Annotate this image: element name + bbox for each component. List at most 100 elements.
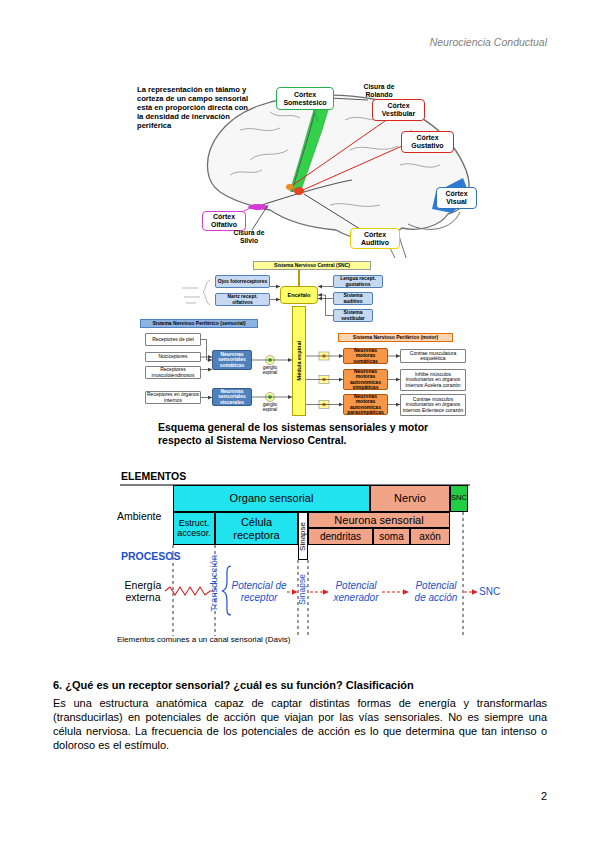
neuron-box: Neuronas sensoriales viscerales bbox=[212, 388, 252, 406]
node-text: Encéfalo bbox=[288, 292, 311, 298]
row-heading: Ambiente bbox=[117, 510, 161, 522]
connector-arrow bbox=[306, 356, 343, 357]
effect-box: Contrae musculatura esquelética bbox=[400, 349, 466, 363]
handwritten-bracket bbox=[182, 280, 210, 305]
connector-arrow bbox=[318, 295, 333, 316]
node-text: Contrae músculos involuntarios en órgano… bbox=[402, 397, 464, 414]
sensory-channel-scheme bbox=[120, 485, 477, 636]
brain-box: Encéfalo bbox=[280, 286, 318, 304]
sylvian-fissure bbox=[262, 180, 352, 205]
process-label: Potencial de acción bbox=[409, 580, 463, 603]
process-label: Sinapse bbox=[298, 574, 308, 605]
somatosensory-area bbox=[290, 96, 332, 193]
process-label: Potencial de receptor bbox=[231, 580, 287, 603]
element-cell: Estruct. accesor. bbox=[173, 512, 215, 545]
cerebellum-line bbox=[408, 212, 460, 229]
node-text: Córtex Gustativo bbox=[403, 134, 452, 149]
receptor-box: Nociceptores bbox=[145, 352, 201, 362]
brain-sulci bbox=[230, 112, 440, 206]
leader-line bbox=[314, 110, 318, 122]
node-text: Neuronas motoras autonómicas simpáticas bbox=[345, 369, 386, 391]
receptor-box: Receptores musculotendinosos bbox=[145, 366, 201, 379]
connector-arrow bbox=[252, 397, 292, 398]
figure-caption: Esquema general de los sistemas sensoria… bbox=[158, 421, 468, 446]
annotation-note: La representación en tálamo y corteza de… bbox=[137, 86, 255, 131]
cortex-label: Córtex Auditivo bbox=[350, 228, 400, 249]
connector-arrow bbox=[388, 379, 400, 380]
process-arrow bbox=[464, 591, 477, 592]
element-band: Organo sensorial bbox=[173, 485, 370, 512]
node-text: Organo sensorial bbox=[230, 492, 314, 504]
effect-box: Contrae músculos involuntarios en órgano… bbox=[400, 394, 466, 416]
connector-arrow bbox=[306, 404, 343, 405]
cortex-label: Córtex Olfativo bbox=[202, 211, 246, 231]
node-text: dendritas bbox=[320, 531, 361, 542]
receptor-box: Receptores en órganos internos bbox=[145, 391, 201, 404]
cortex-label: Córtex Visual bbox=[436, 187, 477, 209]
ganglion-label: ganglio espinal bbox=[256, 366, 284, 375]
ganglion-label: ganglio espinal bbox=[256, 403, 284, 412]
central-sulcus bbox=[292, 96, 318, 192]
element-cell: Célula receptora bbox=[215, 512, 298, 545]
node-text: Receptores musculotendinosos bbox=[147, 367, 199, 378]
connector-arrow bbox=[388, 404, 400, 405]
motor-neuron-box: Neuronas motoras autonómicas parasimpáti… bbox=[343, 394, 388, 415]
neuron-box: Neuronas sensoriales somáticas bbox=[212, 350, 252, 370]
node-text: axón bbox=[419, 531, 441, 542]
brain-illustration bbox=[208, 95, 470, 258]
process-arrow bbox=[382, 591, 408, 592]
process-arrow bbox=[310, 591, 328, 592]
receptor-box: Receptores de piel bbox=[145, 333, 201, 346]
process-label: Transducción bbox=[209, 555, 220, 612]
fissure-label: Cisura de Silvio bbox=[232, 229, 266, 245]
figure-caption: Elementos comunes a un canal sensorial (… bbox=[117, 635, 290, 644]
connector-arrow bbox=[306, 379, 343, 380]
node-text: SNC bbox=[451, 494, 467, 502]
system-header: Sistema Nervioso Periférico (motor) bbox=[338, 333, 453, 342]
node-text: Médula espinal bbox=[296, 341, 302, 380]
vestibular-area bbox=[286, 184, 294, 190]
element-cell: axón bbox=[410, 528, 450, 545]
spinal-ganglion-symbol bbox=[266, 356, 275, 402]
motor-ganglion-symbol bbox=[319, 352, 329, 409]
sense-organ-box: Nariz recept. olfativos bbox=[215, 293, 270, 306]
body-paragraph: Es una estructura anatómica capaz de cap… bbox=[53, 696, 547, 752]
sense-organ-box: Ojos fotorreceptores bbox=[215, 275, 270, 288]
node-text: Nariz recept. olfativos bbox=[217, 294, 268, 305]
node-text: soma bbox=[379, 531, 403, 542]
connector-arrow bbox=[270, 286, 280, 287]
connector-arrow bbox=[201, 340, 212, 361]
element-cell: soma bbox=[373, 528, 410, 545]
energy-wave bbox=[165, 587, 214, 595]
node-text: Córtex Olfativo bbox=[204, 213, 244, 228]
node-text: Sistema Nervioso Periférico (motor) bbox=[353, 335, 438, 341]
fissure-label: Cisura de Rolando bbox=[356, 83, 402, 99]
cortex-label: Córtex Gustativo bbox=[401, 131, 454, 153]
element-cell: dendritas bbox=[308, 528, 373, 545]
node-text: Neuronas motoras somáticas bbox=[345, 348, 386, 365]
section-heading: 6. ¿Qué es un receptor sensorial? ¿cuál … bbox=[53, 679, 547, 691]
connector-arrow bbox=[252, 360, 292, 361]
leader-line bbox=[304, 194, 360, 229]
effect-box: Inhibe músculos involuntarios en órganos… bbox=[400, 369, 466, 391]
leader-line bbox=[303, 146, 402, 190]
row-heading: PROCESOS bbox=[121, 550, 181, 562]
node-text: Córtex Vestibular bbox=[374, 102, 423, 117]
page-number: 2 bbox=[527, 790, 547, 803]
curly-bracket bbox=[222, 566, 231, 615]
sense-organ-box: Sistema auditivo bbox=[333, 292, 373, 305]
connector-arrow bbox=[388, 356, 400, 357]
motor-neuron-box: Neuronas motoras somáticas bbox=[343, 348, 388, 364]
node-text: Receptores en órganos internos bbox=[147, 392, 199, 403]
system-header: Sistema Nervioso Periférico (sensorial) bbox=[140, 319, 258, 328]
leader-line bbox=[293, 121, 385, 185]
node-text: Sistema vestibular bbox=[335, 310, 371, 321]
process-label: Potencial xenerador bbox=[329, 580, 383, 603]
connector-arrow bbox=[201, 369, 212, 370]
nervous-system-scheme bbox=[182, 270, 329, 409]
connector-arrow bbox=[201, 397, 212, 398]
leader-line bbox=[252, 205, 268, 230]
node-text: Córtex Somestésico bbox=[278, 91, 332, 106]
node-text: Sistema Nervioso Central (SNC) bbox=[274, 263, 350, 269]
